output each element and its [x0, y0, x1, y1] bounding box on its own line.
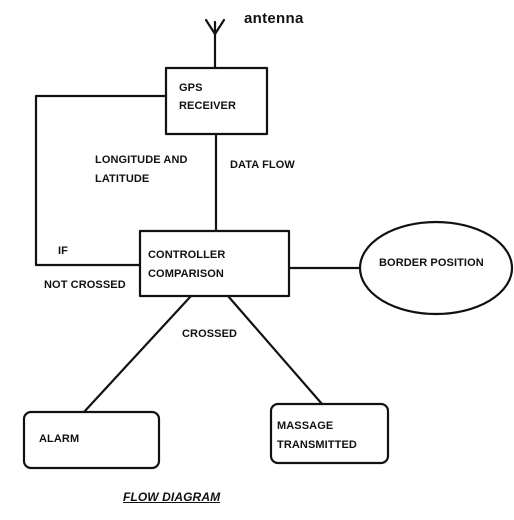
longitude-label-line2: LATITUDE — [95, 173, 150, 185]
controller-label-line2: COMPARISON — [148, 268, 224, 280]
not-crossed-label: NOT CROSSED — [44, 279, 126, 291]
alarm-label: ALARM — [39, 433, 80, 445]
alarm-box — [22, 410, 161, 470]
alarm-connector-line — [82, 294, 193, 414]
message-label-line1: MASSAGE — [277, 420, 334, 432]
if-label: IF — [58, 245, 68, 257]
message-connector-line — [226, 294, 324, 406]
crossed-label: CROSSED — [182, 328, 238, 340]
message-label-line2: TRANSMITTED — [277, 439, 357, 451]
border-position-label: BORDER POSITION — [379, 257, 484, 269]
longitude-label-line1: LONGITUDE AND — [95, 154, 188, 166]
data-flow-label: DATA FLOW — [230, 159, 295, 171]
antenna-label: antenna — [244, 10, 304, 27]
message-transmitted-box — [269, 402, 390, 465]
diagram-caption: FLOW DIAGRAM — [123, 490, 221, 504]
controller-comparison-box — [138, 229, 291, 298]
antenna-icon — [204, 18, 226, 70]
gps-label-line2: RECEIVER — [179, 100, 237, 112]
controller-label-line1: CONTROLLER — [148, 249, 226, 261]
gps-label-line1: GPS — [179, 82, 203, 94]
feedback-loop-line — [34, 94, 168, 267]
